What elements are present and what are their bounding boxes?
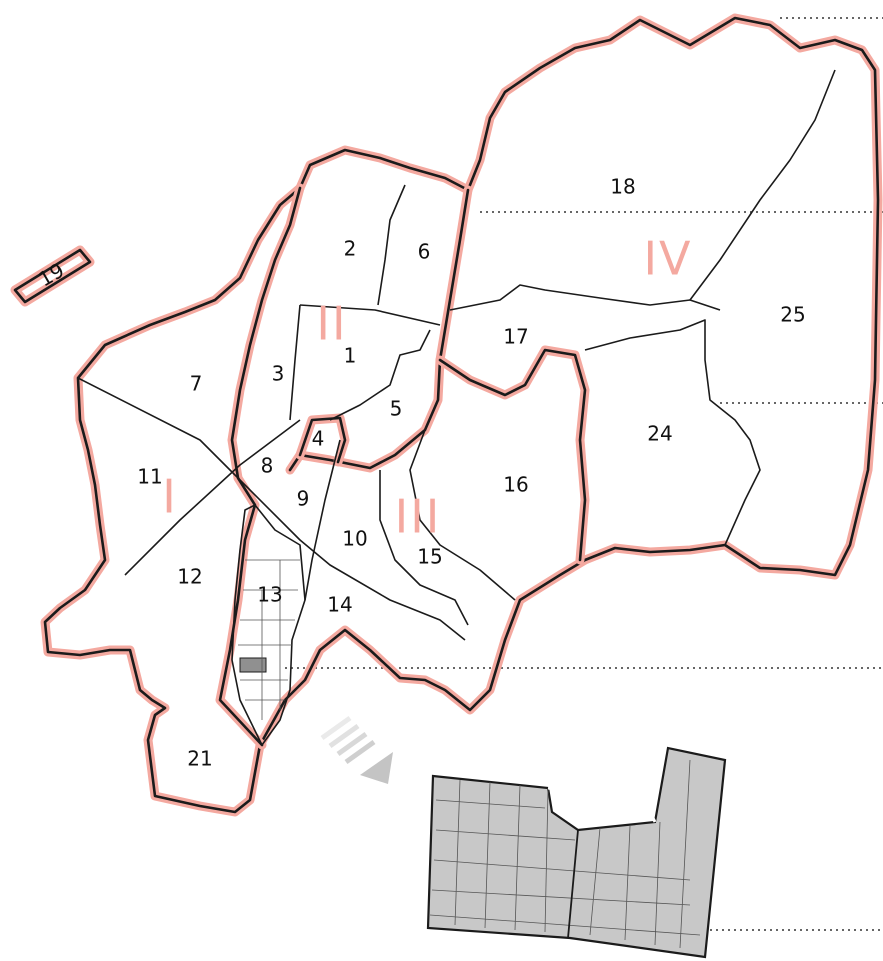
island-19-line — [13, 248, 92, 304]
district-line-h — [449, 284, 721, 311]
outer-boundary-halo — [40, 13, 883, 817]
region-boundaries — [215, 183, 590, 750]
district-label-14: 14 — [327, 593, 352, 617]
district-label-8: 8 — [261, 454, 274, 478]
outer-boundary-line — [43, 16, 880, 814]
district-label-10: 10 — [342, 527, 367, 551]
region-labels: I II III IV — [162, 232, 692, 544]
district-label-7: 7 — [190, 372, 203, 396]
region-label-iii: III — [395, 490, 442, 544]
district-label-4: 4 — [312, 427, 325, 451]
district-label-17: 17 — [503, 325, 528, 349]
district-line-i — [689, 69, 836, 301]
urban-core-outline — [231, 504, 306, 746]
district-label-5: 5 — [390, 397, 403, 421]
district-label-25: 25 — [780, 303, 805, 327]
urban-core-highlight — [239, 657, 267, 673]
region-boundary-i-ii — [218, 186, 302, 747]
district-19-island — [10, 245, 95, 307]
district-label-12: 12 — [177, 565, 202, 589]
urban-detail-inset — [426, 746, 727, 959]
district-label-24: 24 — [647, 422, 672, 446]
leader-lines — [285, 17, 883, 931]
district-line-c — [299, 304, 441, 326]
region-label-i: I — [162, 470, 178, 524]
outer-boundary — [40, 13, 883, 817]
urban-core-parcel-lines — [238, 559, 300, 720]
district-label-11: 11 — [137, 465, 162, 489]
district-line-g — [304, 439, 341, 601]
district-label-1: 1 — [344, 344, 357, 368]
region-label-ii: II — [316, 297, 347, 351]
district-lines — [77, 69, 836, 641]
district-label-18: 18 — [610, 175, 635, 199]
district-label-13: 13 — [257, 583, 282, 607]
zoom-arrow-icon — [320, 715, 393, 784]
district-labels: 1 2 3 4 5 6 7 8 9 10 11 12 13 14 15 16 1… — [34, 175, 805, 771]
district-label-2: 2 — [344, 237, 357, 261]
inset-divider — [567, 829, 579, 939]
district-label-3: 3 — [272, 362, 285, 386]
district-line-e — [377, 184, 406, 306]
district-line-k — [409, 429, 516, 601]
district-line-b — [124, 419, 301, 576]
region-boundary-district-4 — [298, 416, 347, 464]
district-label-21: 21 — [187, 747, 212, 771]
district-label-16: 16 — [503, 473, 528, 497]
urban-core-parcels — [231, 504, 306, 746]
district-label-15: 15 — [417, 545, 442, 569]
region-boundary-iii-iv — [438, 348, 587, 562]
district-line-j — [584, 319, 761, 546]
inset-street-grid — [429, 759, 701, 949]
district-label-6: 6 — [418, 240, 431, 264]
district-line-d — [289, 304, 301, 421]
district-label-9: 9 — [297, 487, 310, 511]
district-line-a — [77, 377, 466, 641]
region-label-iv: IV — [643, 232, 692, 286]
district-line-l — [379, 470, 469, 626]
region-boundary-iii-iv-halo — [435, 345, 590, 565]
district-line-f — [329, 329, 431, 421]
inset-road — [547, 786, 657, 823]
